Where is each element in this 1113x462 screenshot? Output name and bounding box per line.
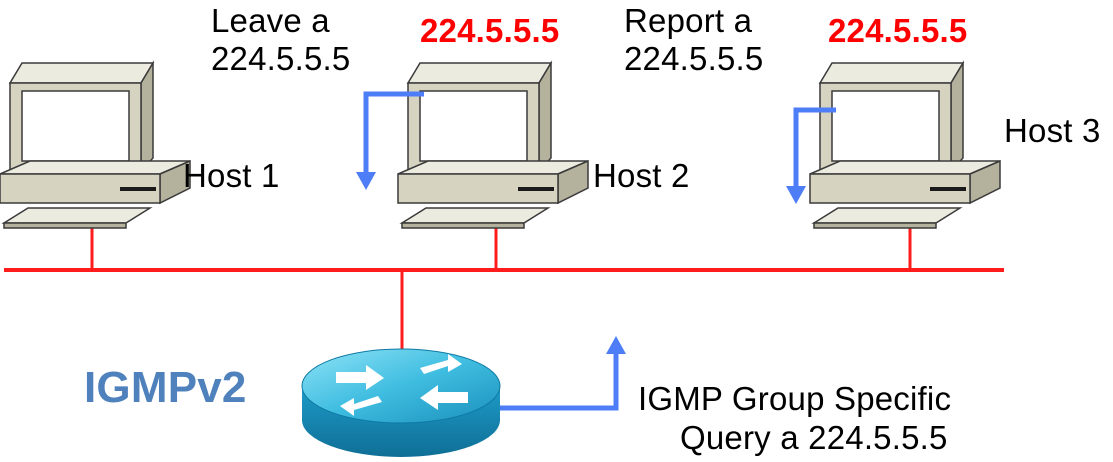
report-label-line2: 224.5.5.5 — [624, 40, 764, 77]
router-icon — [301, 348, 501, 457]
leave-arrow — [356, 91, 424, 190]
host3-label: Host 3 — [1004, 112, 1101, 149]
leave-label-line2: 224.5.5.5 — [211, 40, 351, 77]
query-label-line2: Query a 224.5.5.5 — [680, 419, 948, 456]
host2-group-address: 224.5.5.5 — [420, 12, 560, 49]
host3-computer — [809, 62, 1001, 229]
leave-label-line1: Leave a — [211, 2, 330, 39]
host3-group-address: 224.5.5.5 — [828, 12, 968, 49]
report-label-line1: Report a — [624, 2, 753, 39]
host2-label: Host 2 — [593, 157, 690, 194]
host1-computer — [0, 62, 191, 229]
report-arrow — [786, 107, 836, 204]
host2-computer — [397, 62, 589, 229]
lan-segment — [4, 218, 1004, 352]
host1-label: Host 1 — [183, 157, 280, 194]
router-label: IGMPv2 — [84, 363, 247, 412]
query-arrow — [496, 336, 626, 411]
query-label-line1: IGMP Group Specific — [638, 380, 952, 417]
